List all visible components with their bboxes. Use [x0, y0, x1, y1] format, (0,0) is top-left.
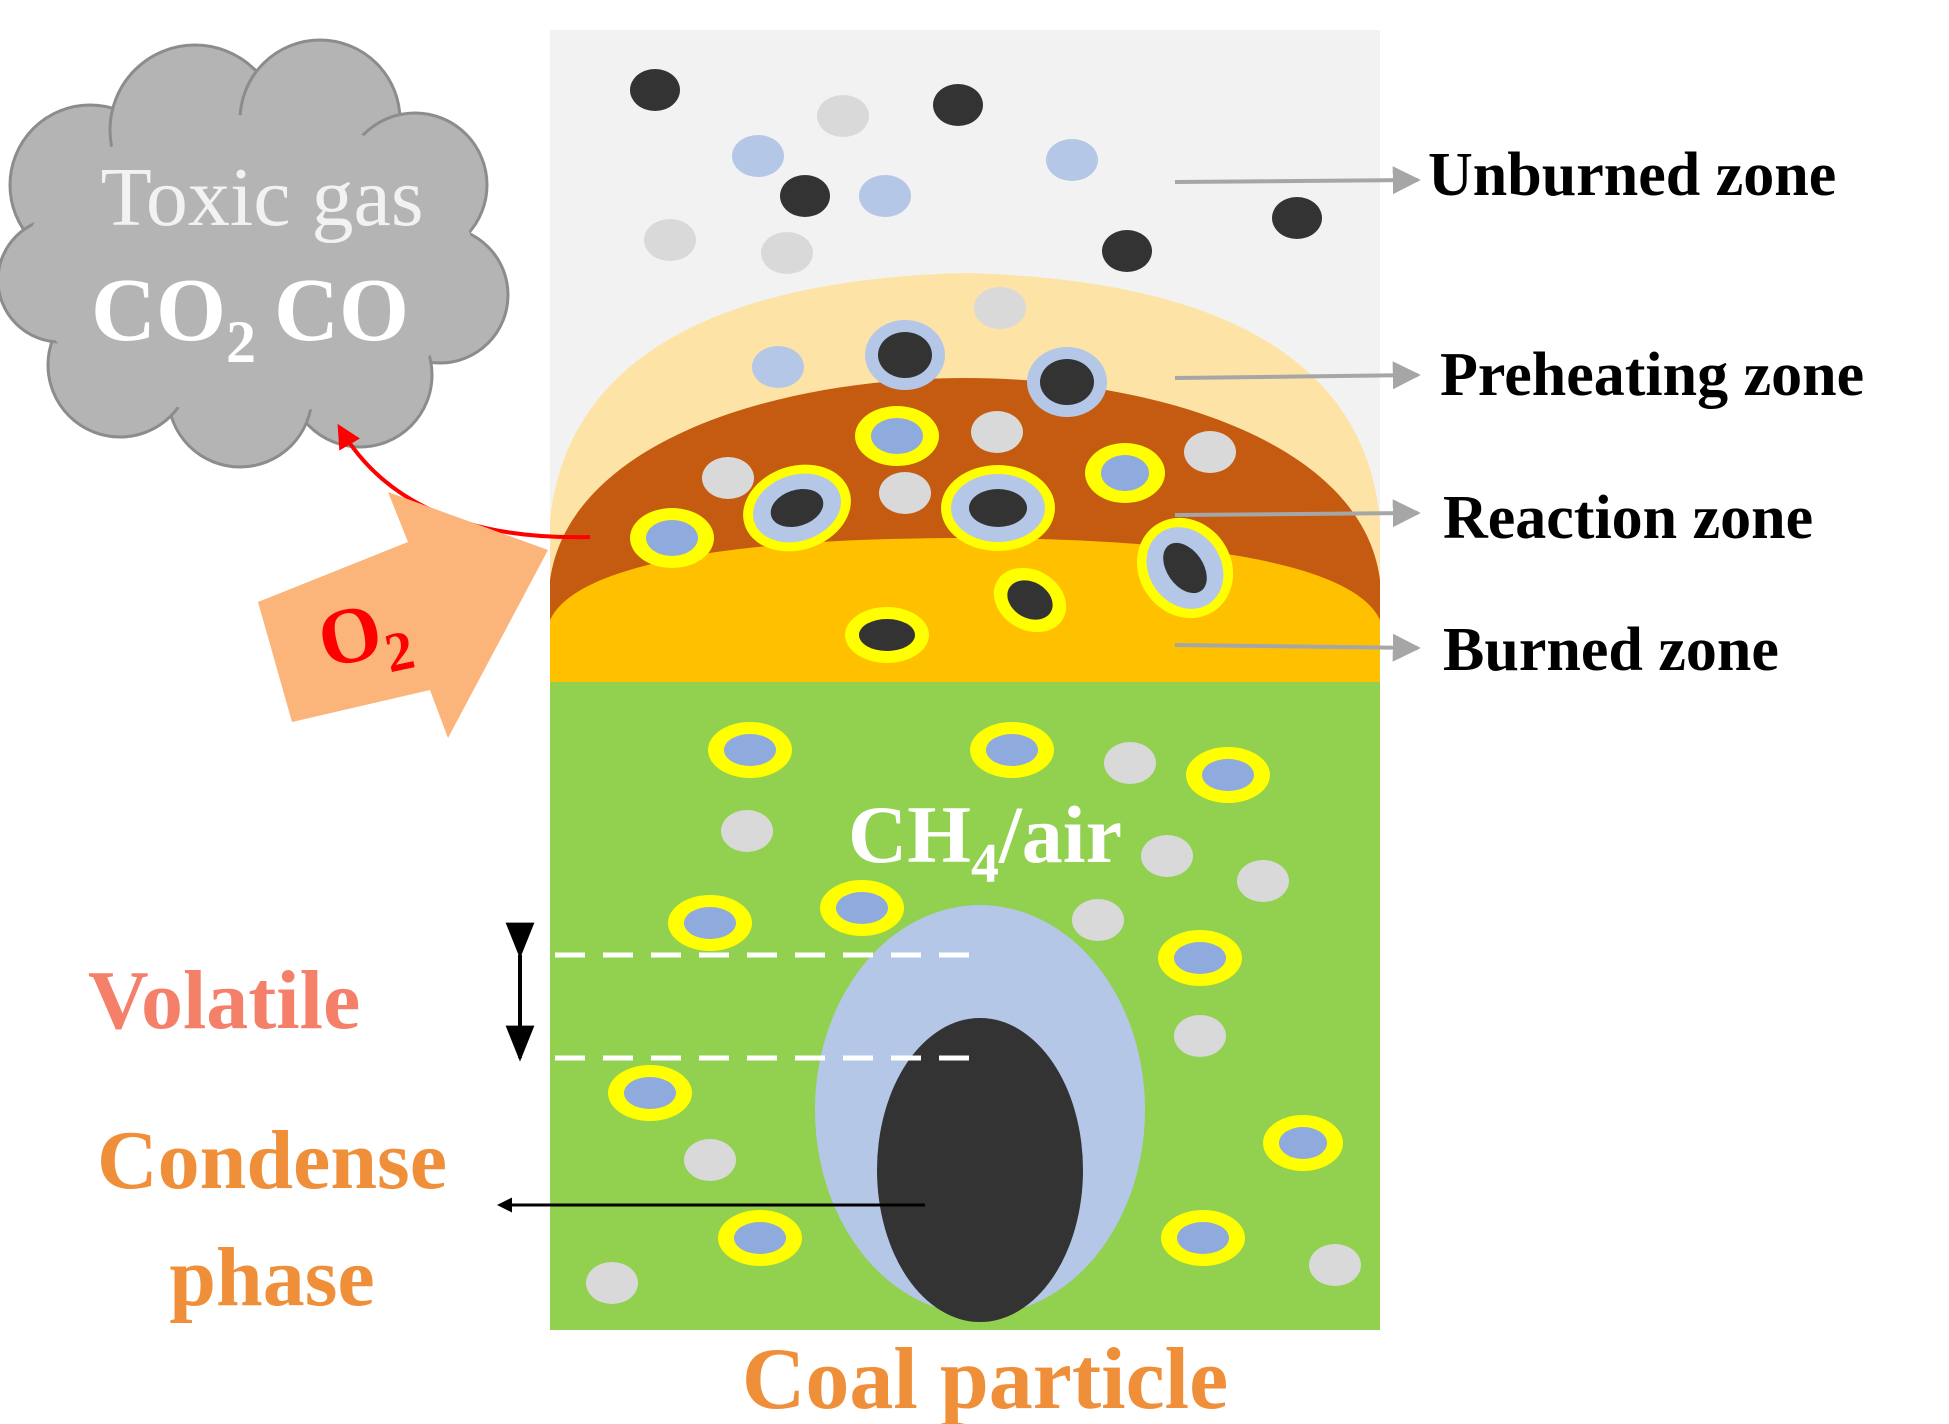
ash-dot: [1237, 860, 1289, 902]
gas-particle-core: [871, 418, 923, 454]
unburned-zone-pointer: [1174, 166, 1421, 195]
ash-dot: [971, 411, 1023, 453]
ash-dot: [721, 810, 773, 852]
preheated-core: [878, 332, 932, 378]
ash-dot: [761, 232, 813, 274]
preheating-zone-pointer: [1174, 361, 1421, 390]
reaction-zone-label: Reaction zone: [1443, 484, 1813, 552]
condense-label-line1: Condense: [97, 1114, 447, 1207]
toxic-gas-cloud: [0, 38, 510, 469]
volatile-dot: [732, 135, 784, 177]
ash-dot: [586, 1262, 638, 1304]
volatile-dot: [1046, 139, 1098, 181]
ash-dot: [974, 287, 1026, 329]
volatile-dot: [752, 346, 804, 388]
preheating-zone-label: Preheating zone: [1440, 341, 1864, 409]
gas-particle-core: [1279, 1127, 1327, 1159]
ash-dot: [1174, 1015, 1226, 1057]
gas-particle-core: [646, 520, 698, 556]
volatile-label: Volatile: [88, 954, 360, 1047]
reacting-core: [770, 488, 824, 528]
ash-dot: [1072, 899, 1124, 941]
gas-particle-core: [1174, 942, 1226, 974]
gas-particle-core: [1177, 1222, 1229, 1254]
unburned-zone-label: Unburned zone: [1428, 141, 1836, 209]
coal-particle-caption: Coal particle: [742, 1331, 1228, 1424]
mixture-label: CH4/air: [848, 789, 1122, 895]
reacting-core: [1163, 542, 1207, 594]
condense-label-line2: phase: [169, 1231, 374, 1324]
gas-particle-core: [734, 1222, 786, 1254]
gas-particle-core: [986, 734, 1038, 766]
gas-particle-core: [1202, 759, 1254, 791]
ash-dot: [684, 1139, 736, 1181]
burned-zone-pointer: [1174, 633, 1421, 662]
coal-dot: [780, 175, 830, 217]
reaction-zone-pointer: [1174, 499, 1421, 528]
ash-dot: [1184, 431, 1236, 473]
coal-dot: [1102, 230, 1152, 272]
ash-dot: [702, 457, 754, 499]
gas-particle-core: [724, 734, 776, 766]
coal-dot: [630, 69, 680, 111]
gas-particle-core: [684, 907, 736, 939]
ash-dot: [1141, 835, 1193, 877]
toxic-gas-title: Toxic gas: [100, 151, 423, 244]
gas-particle-core: [624, 1077, 676, 1109]
ash-dot: [817, 95, 869, 137]
reacting-core: [969, 489, 1027, 527]
volatile-dot: [859, 175, 911, 217]
oxygen-inflow-arrow: [258, 492, 548, 738]
ash-dot: [1309, 1244, 1361, 1286]
ash-dot: [644, 219, 696, 261]
ash-dot: [1104, 742, 1156, 784]
coal-dot: [1272, 197, 1322, 239]
burned-core: [859, 619, 915, 651]
coal-particle: [877, 1018, 1083, 1322]
gas-particle-core: [1101, 455, 1149, 491]
burned-core: [1007, 580, 1053, 620]
gas-particle-core: [836, 892, 888, 924]
burned-zone-label: Burned zone: [1443, 616, 1779, 684]
particles-layer: [586, 69, 1361, 1304]
preheated-core: [1040, 359, 1094, 405]
ash-dot: [879, 472, 931, 514]
coal-dot: [933, 84, 983, 126]
